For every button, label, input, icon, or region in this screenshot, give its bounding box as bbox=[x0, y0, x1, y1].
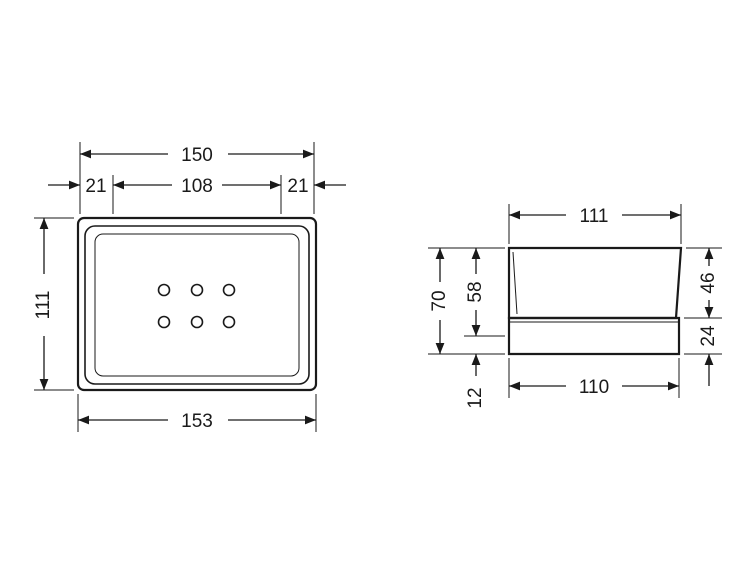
dim-base-width: 153 bbox=[78, 411, 316, 432]
drain-hole bbox=[157, 315, 171, 329]
drain-hole bbox=[157, 283, 171, 297]
drain-hole bbox=[222, 315, 236, 329]
drain-hole bbox=[190, 315, 204, 329]
dim-margin-right: 21 bbox=[287, 176, 346, 197]
dim-width-overall: 150 bbox=[80, 145, 314, 166]
dim-label: 70 bbox=[429, 290, 450, 311]
dim-label: 150 bbox=[181, 145, 213, 166]
dim-bottom-depth: 110 bbox=[509, 377, 679, 398]
dim-margin-left: 21 bbox=[48, 176, 107, 197]
dish-outline bbox=[76, 216, 318, 392]
dim-label: 21 bbox=[287, 176, 308, 197]
lower-base bbox=[507, 316, 681, 356]
dim-total-height: 70 bbox=[429, 248, 450, 354]
drain-holes bbox=[157, 283, 236, 329]
drain-hole bbox=[190, 283, 204, 297]
dim-label: 111 bbox=[580, 206, 609, 227]
dim-label: 24 bbox=[698, 325, 719, 347]
dim-label: 12 bbox=[465, 387, 486, 408]
dim-inner-width: 108 bbox=[113, 176, 281, 197]
upper-body bbox=[507, 246, 683, 320]
dim-top-depth: 111 bbox=[509, 206, 681, 227]
dim-label: 58 bbox=[465, 281, 486, 302]
dim-upper-height: 46 bbox=[698, 248, 719, 318]
dim-label: 111 bbox=[33, 291, 54, 320]
dim-inner-height: 58 bbox=[465, 248, 486, 336]
dim-label: 108 bbox=[181, 176, 213, 197]
dim-depth: 111 bbox=[33, 218, 54, 390]
top-view: 150 21 108 21 111 153 bbox=[33, 142, 346, 432]
side-view: 111 110 70 58 12 46 bbox=[428, 204, 722, 409]
dim-base-offset: 12 bbox=[465, 354, 486, 409]
dim-label: 46 bbox=[698, 272, 719, 293]
dim-label: 21 bbox=[85, 176, 106, 197]
dim-label: 110 bbox=[579, 377, 609, 398]
dish-basin bbox=[84, 225, 310, 385]
drain-hole bbox=[222, 283, 236, 297]
dim-lower-height: 24 bbox=[698, 325, 719, 386]
dish-basin-floor bbox=[94, 233, 300, 377]
dim-label: 153 bbox=[181, 411, 213, 432]
